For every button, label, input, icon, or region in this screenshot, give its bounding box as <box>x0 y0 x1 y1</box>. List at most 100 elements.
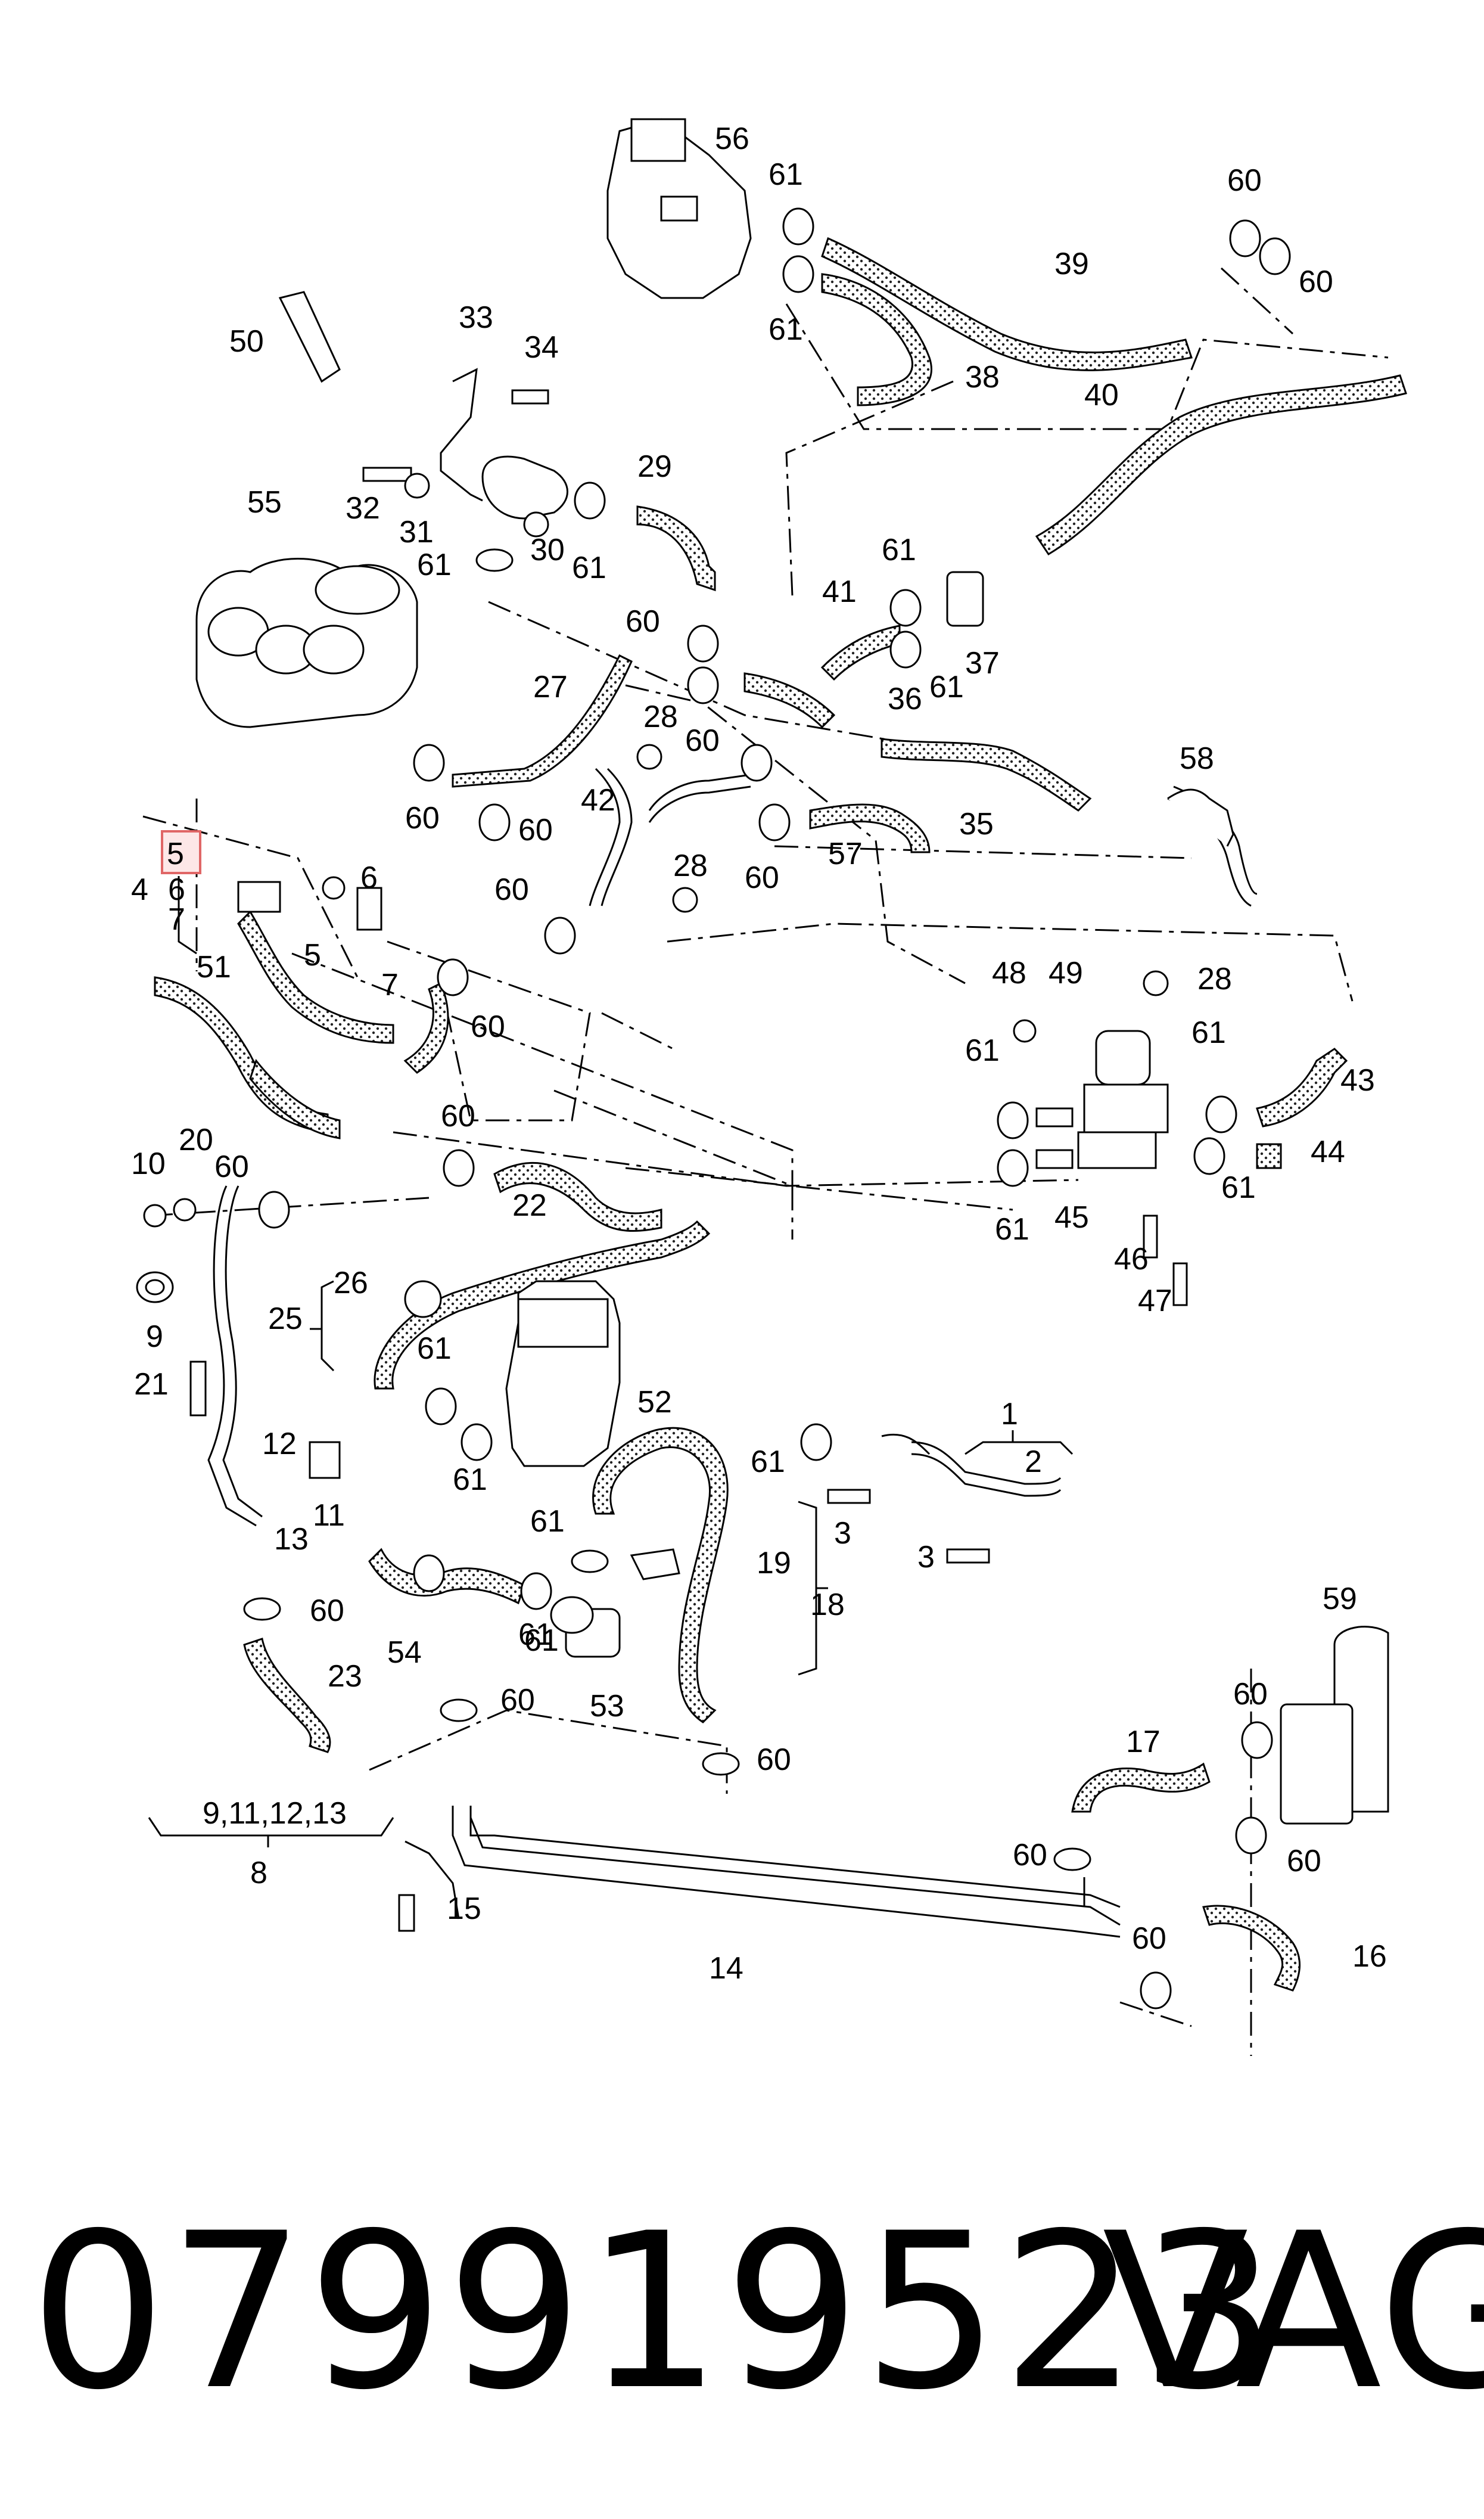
label-32: 32 <box>346 491 380 526</box>
label-18: 18 <box>810 1588 845 1622</box>
hose-5a <box>237 910 394 1044</box>
label-7a: 7 <box>168 902 185 937</box>
label-39: 39 <box>1054 247 1089 281</box>
label-60m: 60 <box>500 1683 535 1717</box>
label-21: 21 <box>134 1367 169 1402</box>
label-57: 57 <box>828 837 863 871</box>
label-4: 4 <box>131 872 148 907</box>
label-60j: 60 <box>441 1099 475 1133</box>
label-51: 51 <box>197 950 231 984</box>
label-28b: 28 <box>673 849 708 883</box>
clamps <box>243 207 1291 2009</box>
label-59: 59 <box>1323 1582 1357 1616</box>
pump-30 <box>481 455 568 520</box>
label-20: 20 <box>179 1123 213 1157</box>
label-7b: 7 <box>381 968 399 1002</box>
label-61c: 61 <box>572 551 606 585</box>
label-61d: 61 <box>417 548 452 582</box>
label-29: 29 <box>637 449 672 484</box>
label-11: 11 <box>313 1498 345 1533</box>
hose-16 <box>1202 1905 1301 1992</box>
label-61p: 61 <box>524 1623 559 1658</box>
hose-5c <box>249 1058 341 1139</box>
label-61h: 61 <box>1191 1015 1226 1050</box>
hose-60-top <box>403 981 449 1074</box>
label-5b: 5 <box>304 938 321 973</box>
highlight-box <box>161 830 201 874</box>
label-10: 10 <box>131 1147 166 1181</box>
label-61b: 61 <box>769 312 803 347</box>
label-15: 15 <box>447 1891 481 1926</box>
label-60o: 60 <box>1233 1677 1268 1712</box>
hose-29 <box>636 505 716 592</box>
label-46: 46 <box>1114 1242 1149 1276</box>
hose-36 <box>743 672 836 729</box>
label-19: 19 <box>757 1546 791 1580</box>
parts-diagram: 1 2 3 3 4 5 6 7 6 5 7 8 9,11,12,13 9 10 … <box>131 118 1407 2056</box>
label-47: 47 <box>1138 1284 1172 1318</box>
label-49: 49 <box>1049 956 1083 990</box>
label-48: 48 <box>992 956 1026 990</box>
label-22: 22 <box>512 1188 547 1223</box>
label-2: 2 <box>1025 1445 1042 1479</box>
label-60k: 60 <box>214 1150 249 1184</box>
hose-22 <box>493 1161 662 1232</box>
label-60h: 60 <box>494 872 529 907</box>
label-61l: 61 <box>453 1462 487 1497</box>
label-1: 1 <box>1001 1397 1018 1431</box>
label-6a: 6 <box>168 872 185 907</box>
callout-brackets <box>148 876 1074 1847</box>
label-28a: 28 <box>643 700 678 734</box>
label-23: 23 <box>328 1659 362 1694</box>
label-52: 52 <box>637 1385 672 1420</box>
label-53: 53 <box>590 1689 624 1723</box>
label-42: 42 <box>581 783 615 818</box>
hose-39 <box>821 237 1193 371</box>
label-30: 30 <box>530 533 565 567</box>
label-31: 31 <box>399 515 434 549</box>
label-61o: 61 <box>518 1617 553 1652</box>
label-25: 25 <box>268 1302 303 1336</box>
label-61a: 61 <box>769 157 803 192</box>
label-12: 12 <box>262 1427 297 1461</box>
hose-43 <box>1256 1048 1348 1128</box>
label-3b: 3 <box>917 1540 935 1574</box>
label-38: 38 <box>965 360 1000 395</box>
label-45: 45 <box>1054 1200 1089 1235</box>
label-60g: 60 <box>745 861 779 895</box>
label-34: 34 <box>524 330 559 365</box>
hose-23 <box>243 1638 331 1753</box>
label-58: 58 <box>1180 741 1214 776</box>
label-61j: 61 <box>1221 1170 1256 1205</box>
label-60r: 60 <box>1132 1921 1166 1956</box>
bolts <box>143 389 1188 1932</box>
label-14: 14 <box>709 1951 743 1986</box>
label-60l: 60 <box>310 1594 344 1628</box>
hose-38 <box>821 273 932 406</box>
label-61k: 61 <box>417 1331 452 1366</box>
label-60q: 60 <box>1013 1838 1047 1872</box>
label-41: 41 <box>822 574 857 609</box>
label-17: 17 <box>1126 1725 1161 1759</box>
hose-57 <box>809 803 931 853</box>
label-33: 33 <box>459 300 493 335</box>
label-16: 16 <box>1352 1939 1387 1974</box>
label-61m: 61 <box>751 1445 785 1479</box>
label-37: 37 <box>965 646 1000 681</box>
part-number: 079919523 <box>30 2187 1280 2437</box>
hose-40 <box>1035 374 1407 556</box>
label-55: 55 <box>247 485 282 520</box>
label-13: 13 <box>274 1522 309 1557</box>
label-61f: 61 <box>929 670 964 704</box>
hose-25 <box>374 1220 711 1390</box>
label-28c: 28 <box>1197 962 1232 996</box>
label-60p: 60 <box>1287 1844 1321 1878</box>
label-8-sub: 9,11,12,13 <box>203 1796 347 1831</box>
label-60e: 60 <box>405 801 440 835</box>
label-8: 8 <box>250 1856 267 1890</box>
brand-name: VAG <box>1102 2187 1484 2437</box>
label-44: 44 <box>1311 1135 1345 1169</box>
hose-35 <box>881 738 1092 812</box>
label-26: 26 <box>334 1266 368 1300</box>
label-5a: 5 <box>167 837 184 871</box>
